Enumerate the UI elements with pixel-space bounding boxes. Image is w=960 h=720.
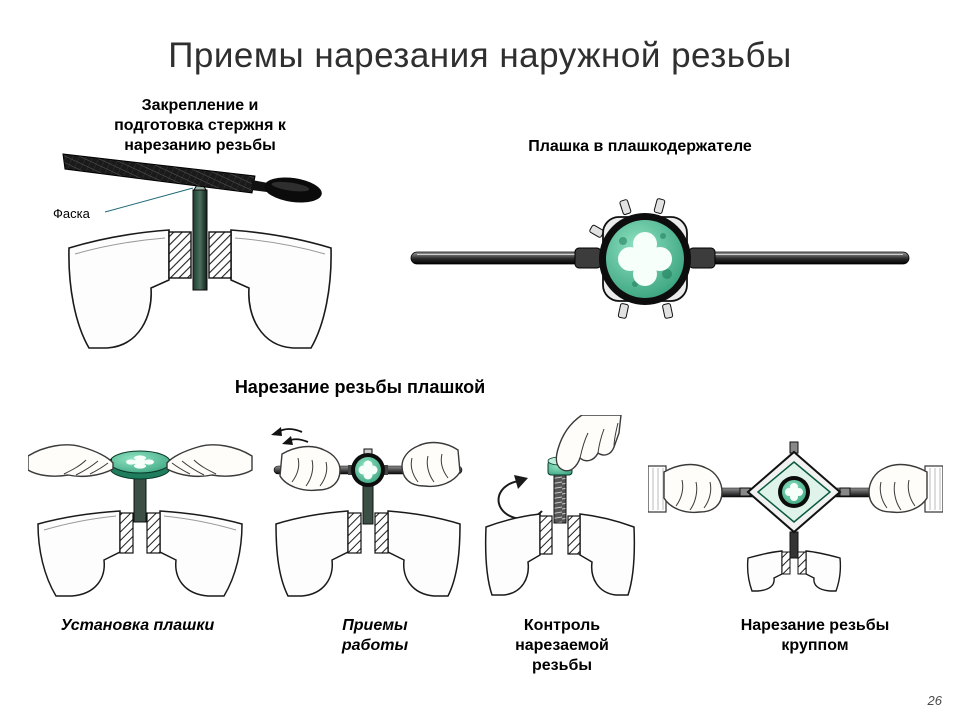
step-caption-thread-check: Контроль нарезаемой резьбы — [515, 617, 609, 674]
threaded-rod — [553, 472, 567, 524]
vise — [37, 510, 243, 597]
thread-check-illustration — [484, 415, 636, 596]
threading-die-disc — [107, 450, 174, 480]
file-tool — [62, 153, 322, 203]
workpiece-rod — [192, 182, 208, 291]
rotation-arrows — [271, 427, 309, 445]
caption-die-in-holder: Плашка в плашкодержателе — [528, 138, 752, 155]
page-number: 26 — [927, 693, 942, 708]
vise-jaw-left — [168, 231, 192, 279]
threading-die — [348, 448, 388, 487]
caption-threading-with-die: Нарезание резьбы плашкой — [234, 377, 486, 397]
holder-boss-left — [574, 247, 602, 269]
rotation-arrow — [497, 475, 543, 520]
klupp-die-stock — [739, 441, 851, 534]
klupp-threading-illustration — [648, 441, 943, 592]
threading-die — [599, 213, 691, 305]
right-hand — [401, 441, 461, 488]
vise — [275, 510, 461, 597]
left-hand — [279, 445, 341, 492]
holder-boss-right — [688, 247, 716, 269]
chamfer-pointer-line — [104, 187, 194, 213]
chamfer-label: Фаска — [53, 206, 90, 221]
holder-screws — [589, 198, 674, 319]
workpiece-rod — [789, 531, 799, 559]
working-technique-illustration — [271, 427, 463, 597]
vise-jaw-right — [208, 231, 232, 279]
step-caption-die-installation: Установка плашки — [60, 617, 215, 634]
right-hand — [868, 463, 928, 514]
vise — [484, 513, 636, 596]
die-in-holder-illustration — [410, 198, 910, 319]
left-hand — [663, 463, 723, 514]
left-hand — [28, 444, 114, 478]
step-caption-working-technique: Приемы работы — [341, 617, 409, 654]
vise — [68, 229, 332, 349]
small-vise — [746, 550, 842, 592]
slide-title: Приемы нарезания наружной резьбы — [168, 36, 792, 75]
die-clover-hole — [618, 232, 672, 286]
caption-rod-preparation: Закрепление и подготовка стержня к нарез… — [114, 97, 286, 154]
die-installation-illustration — [28, 444, 253, 597]
step-caption-klupp-threading: Нарезание резьбы круппом — [740, 617, 890, 654]
rod-preparation-illustration — [62, 153, 332, 349]
hand — [555, 415, 622, 472]
left-cuff — [648, 465, 667, 513]
right-hand — [166, 444, 253, 478]
